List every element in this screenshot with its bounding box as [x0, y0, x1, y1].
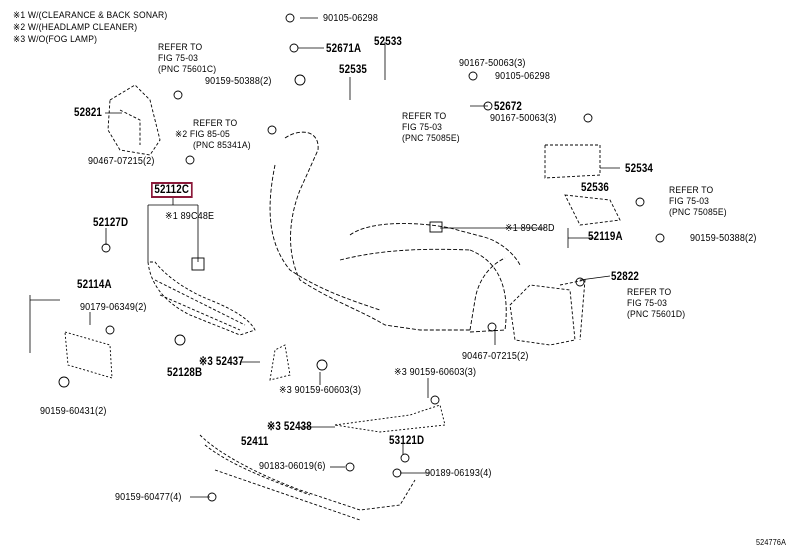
refer-pnc-label: (PNC 75601C): [158, 64, 217, 75]
fastener-icons: [58, 13, 665, 502]
part-52437[interactable]: ※3 52437: [199, 356, 244, 368]
part-90159-60603-b[interactable]: ※3 90159-60603(3): [394, 367, 477, 378]
part-52536[interactable]: 52536: [581, 182, 610, 194]
part-52821[interactable]: 52821: [74, 107, 103, 119]
part-90159-60603-a[interactable]: ※3 90159-60603(3): [279, 385, 362, 396]
refer-pnc-label: (PNC 75601D): [627, 309, 686, 320]
leader-lines: [29, 17, 620, 498]
refer-fig-link[interactable]: FIG 75-03: [402, 122, 443, 133]
refer-fig-link[interactable]: FIG 75-03: [627, 298, 668, 309]
part-52119A[interactable]: 52119A: [588, 231, 623, 243]
note-3: ※3 W/O(FOG LAMP): [13, 34, 98, 45]
part-52672[interactable]: 52672: [494, 101, 523, 113]
note-1: ※1 W/(CLEARANCE & BACK SONAR): [13, 10, 168, 21]
plate-52114A-drawing: [64, 331, 113, 379]
refer-fig-link[interactable]: FIG 75-03: [158, 53, 199, 64]
bracket-52822-drawing: [509, 279, 586, 346]
part-90167-50063-a[interactable]: 90167-50063(3): [459, 58, 526, 69]
part-90183-06019[interactable]: 90183-06019(6): [259, 461, 326, 472]
part-90189-06193[interactable]: 90189-06193(4): [425, 468, 492, 479]
refer-to-label: REFER TO: [669, 185, 714, 196]
part-90159-60477[interactable]: 90159-60477(4): [115, 492, 182, 503]
part-90159-50388-a[interactable]: 90159-50388(2): [205, 76, 272, 87]
refer-pnc-label: (PNC 75085E): [402, 133, 460, 144]
bracket-52534-drawing: [544, 144, 621, 226]
diagram-code: 524776A: [756, 538, 787, 547]
refer-pnc-label: (PNC 85341A): [193, 140, 251, 151]
part-90159-50388-b[interactable]: 90159-50388(2): [690, 233, 757, 244]
part-52534[interactable]: 52534: [625, 163, 654, 175]
part-90105-06298-a[interactable]: 90105-06298: [323, 13, 379, 24]
part-90167-50063-b[interactable]: 90167-50063(3): [490, 113, 557, 124]
part-52112C-highlighted[interactable]: 52112C: [151, 182, 193, 198]
part-90467-07215-b[interactable]: 90467-07215(2): [462, 351, 529, 362]
part-52671A[interactable]: 52671A: [326, 43, 362, 55]
bumper-cover-drawing: [269, 131, 521, 333]
part-52128B[interactable]: 52128B: [167, 367, 203, 379]
bracket-52821-drawing: [107, 84, 161, 156]
part-90467-07215-a[interactable]: 90467-07215(2): [88, 156, 155, 167]
refer-to-label: REFER TO: [158, 42, 203, 53]
bracket-52438-drawing: [269, 344, 446, 433]
part-89C48D[interactable]: ※1 89C48D: [505, 223, 555, 234]
part-52127D[interactable]: 52127D: [93, 217, 129, 229]
part-52438[interactable]: ※3 52438: [267, 421, 312, 433]
note-2: ※2 W/(HEADLAMP CLEANER): [13, 22, 138, 33]
part-53121D[interactable]: 53121D: [389, 435, 425, 447]
part-90179-06349[interactable]: 90179-06349(2): [80, 302, 147, 313]
lower-grille-drawing: [147, 261, 256, 336]
refer-fig-link[interactable]: ※2 FIG 85-05: [175, 129, 230, 140]
refer-pnc-label: (PNC 75085E): [669, 207, 727, 218]
part-90105-06298-b[interactable]: 90105-06298: [495, 71, 551, 82]
part-90159-60431[interactable]: 90159-60431(2): [40, 406, 107, 417]
spoiler-52411-drawing: [199, 434, 416, 521]
refer-to-label: REFER TO: [193, 118, 238, 129]
part-52114A[interactable]: 52114A: [77, 279, 112, 291]
part-52535[interactable]: 52535: [339, 64, 368, 76]
refer-to-label: REFER TO: [402, 111, 447, 122]
refer-fig-link[interactable]: FIG 75-03: [669, 196, 710, 207]
refer-to-label: REFER TO: [627, 287, 672, 298]
part-52822[interactable]: 52822: [611, 271, 640, 283]
part-52533[interactable]: 52533: [374, 36, 403, 48]
part-52411[interactable]: 52411: [241, 436, 269, 448]
part-89C48E[interactable]: ※1 89C48E: [165, 211, 215, 222]
